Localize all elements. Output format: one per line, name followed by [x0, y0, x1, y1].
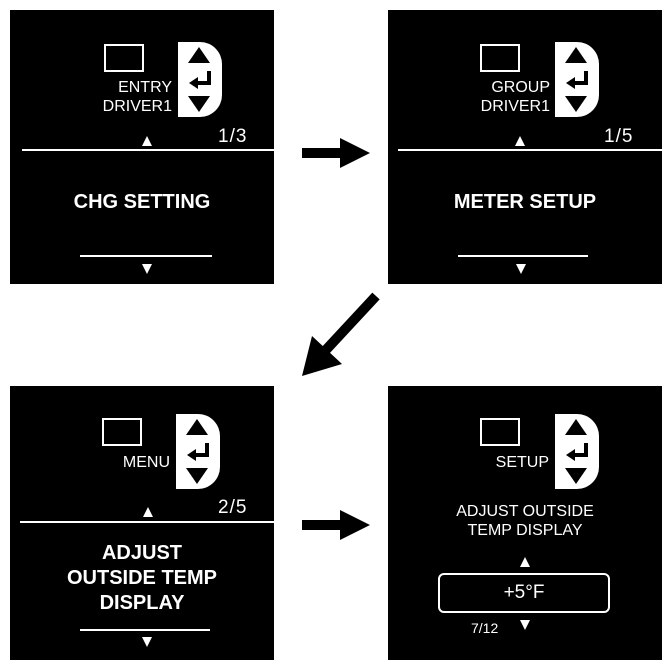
right-arrow-icon	[302, 510, 370, 540]
context-label: ENTRY DRIVER1	[102, 79, 172, 115]
header-divider	[398, 149, 662, 151]
display-screen-group: GROUP DRIVER1 1/5 METER SETUP	[388, 10, 662, 284]
header-divider	[20, 521, 274, 523]
up-enter-down-switch-icon[interactable]	[555, 414, 599, 489]
context-label: GROUP DRIVER1	[480, 79, 550, 115]
page-indicator: 1/3	[218, 126, 248, 147]
display-screen-menu: MENU 2/5 ADJUST OUTSIDE TEMP DISPLAY	[10, 386, 274, 660]
scroll-up-indicator	[515, 136, 525, 146]
display-screen-setup: SETUP ADJUST OUTSIDE TEMP DISPLAY +5°F 7…	[388, 386, 662, 660]
right-arrow-icon	[302, 138, 370, 168]
menu-item-label: ADJUST OUTSIDE TEMP DISPLAY	[66, 542, 217, 614]
menu-item-label: METER SETUP	[453, 191, 597, 213]
page-indicator: 1/5	[604, 126, 634, 147]
page-indicator: 2/5	[218, 497, 248, 518]
scroll-down-indicator	[142, 637, 152, 647]
value-text: +5°F	[503, 582, 545, 603]
up-enter-down-switch-icon[interactable]	[176, 414, 220, 489]
scroll-up-indicator	[142, 136, 152, 146]
display-screen-entry: ENTRY DRIVER1 1/3 CHG SETTING	[10, 10, 274, 284]
scroll-down-indicator	[516, 264, 526, 274]
value-display: +5°F	[438, 573, 610, 613]
setting-heading: ADJUST OUTSIDE TEMP DISPLAY	[456, 503, 594, 539]
header-divider	[22, 149, 274, 151]
menu-item-label: CHG SETTING	[73, 191, 211, 213]
display-frame-icon	[480, 44, 520, 72]
scroll-down-indicator	[142, 264, 152, 274]
value-decrease-indicator	[520, 620, 530, 630]
footer-divider	[80, 255, 212, 257]
display-frame-icon	[104, 44, 144, 72]
footer-divider	[80, 629, 210, 631]
display-frame-icon	[480, 418, 520, 446]
context-label: SETUP	[495, 454, 549, 471]
value-increase-indicator	[520, 557, 530, 567]
display-frame-icon	[102, 418, 142, 446]
context-label: MENU	[122, 454, 170, 471]
up-enter-down-switch-icon[interactable]	[555, 42, 599, 117]
scroll-up-indicator	[143, 507, 153, 517]
down-left-arrow-icon	[302, 292, 380, 376]
page-indicator: 7/12	[471, 620, 499, 636]
up-enter-down-switch-icon[interactable]	[178, 42, 222, 117]
footer-divider	[458, 255, 588, 257]
